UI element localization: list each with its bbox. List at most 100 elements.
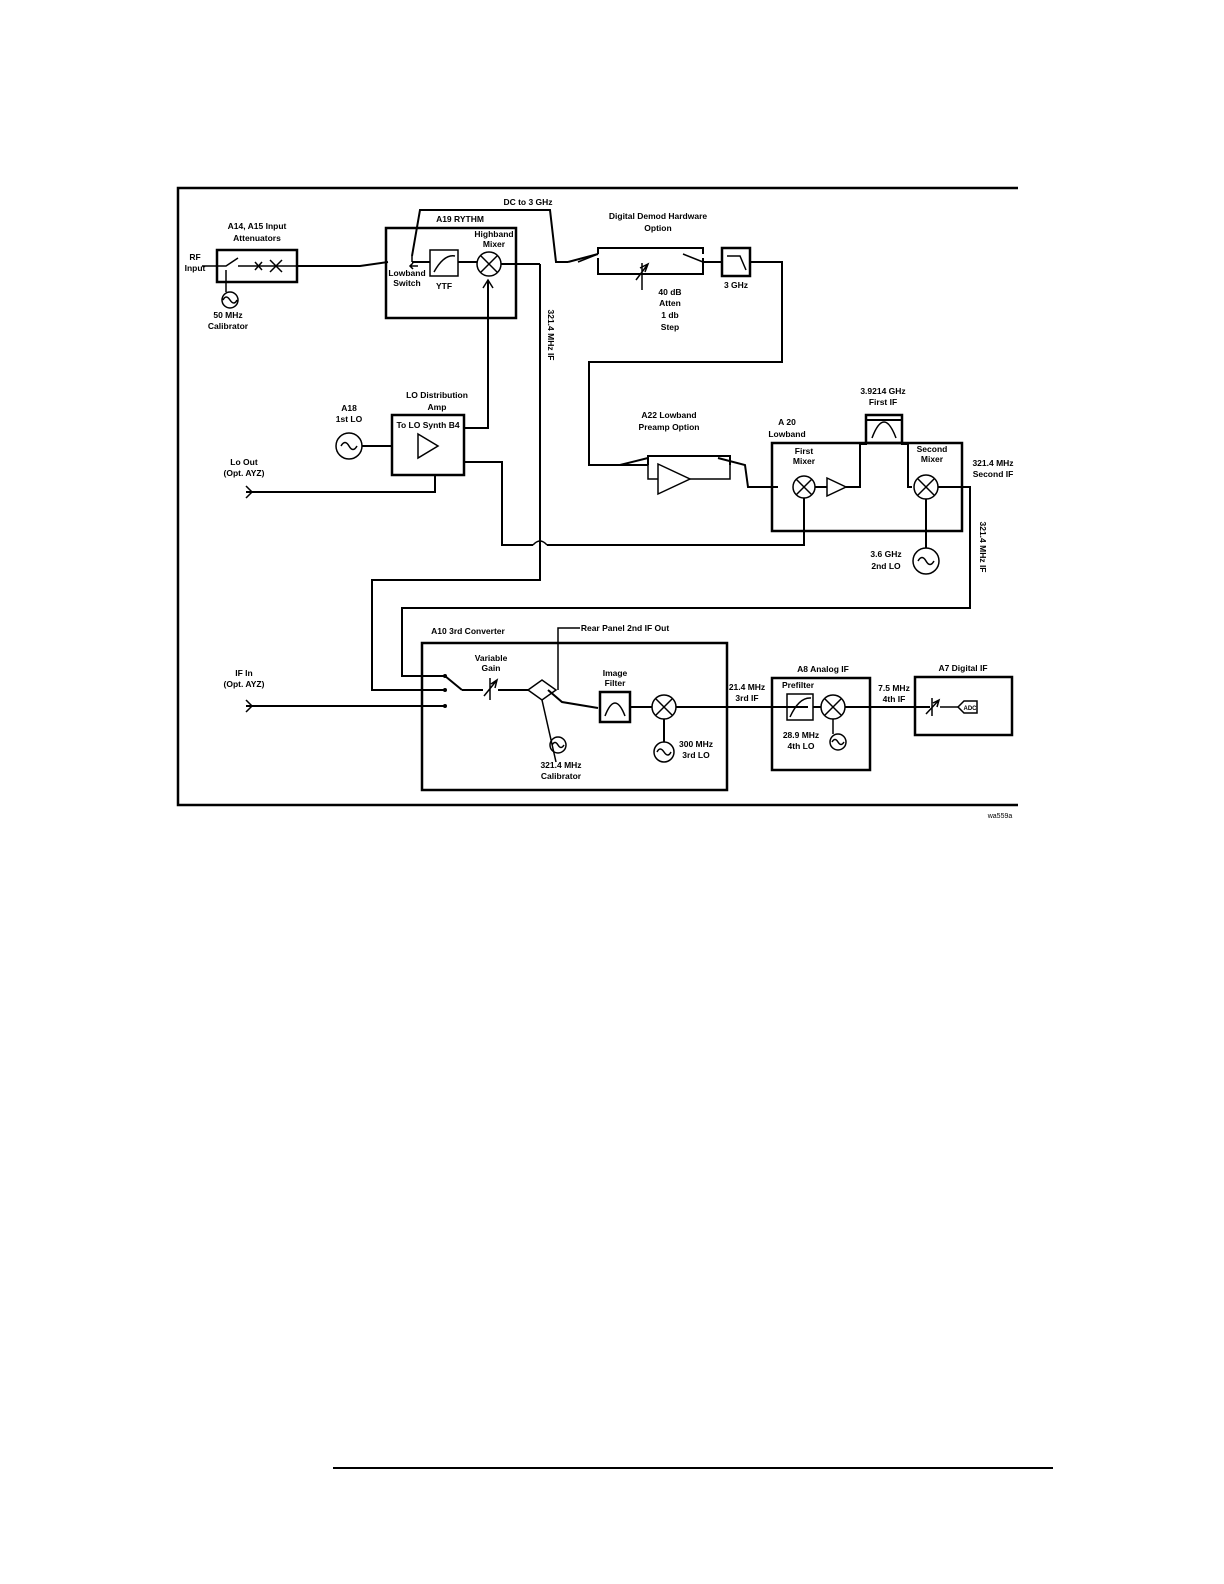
a8-label: A8 Analog IF bbox=[797, 664, 849, 674]
atten-40db-label-4: Step bbox=[661, 322, 679, 332]
a20-label-1: A 20 bbox=[778, 417, 796, 427]
fourth-lo-label-2: 4th LO bbox=[788, 741, 815, 751]
wire-lo-out bbox=[246, 475, 436, 493]
lowpass-3ghz-block bbox=[720, 246, 752, 278]
rf-input-label-1: RF bbox=[189, 252, 200, 262]
a7-digital-if-block bbox=[913, 675, 1014, 737]
ytf-label: YTF bbox=[436, 281, 452, 291]
demod-option-label-1: Digital Demod Hardware bbox=[609, 211, 708, 221]
second-lo-label-1: 3.6 GHz bbox=[870, 549, 901, 559]
preamp-output-path bbox=[619, 457, 778, 488]
if-in-label-1: IF In bbox=[235, 668, 252, 678]
fourth-lo-label-1: 28.9 MHz bbox=[783, 730, 819, 740]
preamp-icon bbox=[657, 462, 692, 496]
calibrator-50mhz-icon bbox=[221, 291, 239, 309]
wire-321-to-a10 bbox=[371, 545, 541, 691]
adc-icon bbox=[956, 700, 978, 714]
first-if-label-2: First IF bbox=[869, 397, 897, 407]
a10-label: A10 3rd Converter bbox=[431, 626, 505, 636]
image-filter-icon bbox=[604, 702, 626, 717]
if-in-label-2: (Opt. AYZ) bbox=[224, 679, 265, 689]
lo-dist-amp-icon bbox=[417, 432, 440, 460]
a10-input-path bbox=[444, 675, 528, 691]
second-lo-icon bbox=[912, 547, 940, 575]
fourth-if-label-2: 4th IF bbox=[883, 694, 906, 704]
atten-40db-label-1: 40 dB bbox=[658, 287, 681, 297]
third-if-label-1: 21.4 MHz bbox=[729, 682, 765, 692]
prefilter-label: Prefilter bbox=[782, 680, 815, 690]
first-if-filter-block bbox=[864, 413, 904, 445]
lo-out-label-2: (Opt. AYZ) bbox=[224, 468, 265, 478]
highband-mixer-label-1: Highband bbox=[474, 229, 513, 239]
to-lo-synth-label: To LO Synth B4 bbox=[396, 420, 459, 430]
calibrator-321-label-2: Calibrator bbox=[541, 771, 582, 781]
second-mixer-label-2: Mixer bbox=[921, 454, 944, 464]
atten-40db-label-3: 1 db bbox=[661, 310, 678, 320]
lo-dist-label-2: Amp bbox=[428, 402, 447, 412]
variable-gain-icon bbox=[483, 678, 499, 700]
first-if-label-1: 3.9214 GHz bbox=[860, 386, 905, 396]
a20-amp-icon bbox=[826, 476, 848, 498]
demod-bypass-path bbox=[567, 247, 704, 263]
a7-label: A7 Digital IF bbox=[938, 663, 987, 673]
a19-rythm-block bbox=[384, 226, 518, 320]
attenuator-label-1: A14, A15 Input bbox=[228, 221, 287, 231]
a8-analog-if-block bbox=[770, 676, 872, 772]
fourth-if-label-1: 7.5 MHz bbox=[878, 683, 910, 693]
a20-label-2: Lowband bbox=[768, 429, 805, 439]
wire-dc-3ghz bbox=[411, 209, 568, 263]
ytf-curve bbox=[433, 255, 456, 273]
calibrator-50-label-1: 50 MHz bbox=[213, 310, 242, 320]
prefilter-icon bbox=[789, 697, 812, 718]
atten-40db-label-2: Atten bbox=[659, 298, 681, 308]
lowpass-icon bbox=[727, 255, 747, 271]
third-if-label-2: 3rd IF bbox=[735, 693, 758, 703]
step-atten-icon bbox=[635, 262, 650, 290]
rf-input-path bbox=[202, 257, 300, 267]
a20-internal-path bbox=[815, 419, 912, 488]
first-lo-label-1: A18 bbox=[341, 403, 357, 413]
adc-label: ADC bbox=[964, 706, 978, 712]
third-lo-label-2: 3rd LO bbox=[682, 750, 710, 760]
a19-internal-path bbox=[412, 261, 540, 265]
highband-mixer-label-2: Mixer bbox=[483, 239, 506, 249]
diagram-frame bbox=[176, 186, 1018, 807]
second-if-label-1: 321.4 MHz bbox=[972, 458, 1013, 468]
image-filter-block bbox=[598, 690, 632, 724]
first-lo-label-2: 1st LO bbox=[336, 414, 363, 424]
lowband-switch-label-1: Lowband bbox=[388, 268, 425, 278]
calibrator-50-label-2: Calibrator bbox=[208, 321, 249, 331]
rear-panel-label: Rear Panel 2nd IF Out bbox=[581, 623, 669, 633]
if-in-connector bbox=[245, 699, 254, 713]
wire-lpf-to-preamp bbox=[588, 261, 783, 466]
demod-option-label-2: Option bbox=[644, 223, 671, 233]
lo-out-label-1: Lo Out bbox=[230, 457, 258, 467]
a19-label: A19 RYTHM bbox=[436, 214, 484, 224]
third-lo-icon bbox=[653, 741, 675, 763]
demod-atten-path bbox=[597, 258, 722, 275]
lo-dist-label-1: LO Distribution bbox=[406, 390, 468, 400]
figure-code: wa559a bbox=[987, 813, 1013, 820]
wire-321-second-if bbox=[401, 486, 971, 677]
footer-rule bbox=[333, 1467, 1053, 1469]
lpf-3ghz-label: 3 GHz bbox=[724, 280, 748, 290]
splitter-icon bbox=[526, 679, 558, 701]
third-lo-label-1: 300 MHz bbox=[679, 739, 713, 749]
lowband-switch-label-2: Switch bbox=[393, 278, 420, 288]
wire-lo-to-mixer bbox=[464, 280, 489, 429]
first-mixer-label-1: First bbox=[795, 446, 814, 456]
calibrator-321-icon bbox=[549, 736, 567, 754]
preamp-bypass-path bbox=[647, 455, 731, 465]
second-mixer-label-1: Second bbox=[917, 444, 948, 454]
image-filter-label-1: Image bbox=[603, 668, 628, 678]
a7-gain-icon bbox=[925, 698, 941, 716]
if-321-label: 321.4 MHz IF bbox=[546, 309, 556, 360]
variable-gain-label-1: Variable bbox=[475, 653, 508, 663]
second-if-label-2: Second IF bbox=[973, 469, 1014, 479]
rf-input-label-2: Input bbox=[185, 263, 206, 273]
wire-lo-to-first-mixer bbox=[464, 461, 805, 546]
lowband-switch-icon bbox=[408, 256, 418, 270]
first-if-filter-icon bbox=[871, 421, 897, 439]
if-321-right-label: 321.4 MHz IF bbox=[978, 521, 988, 572]
